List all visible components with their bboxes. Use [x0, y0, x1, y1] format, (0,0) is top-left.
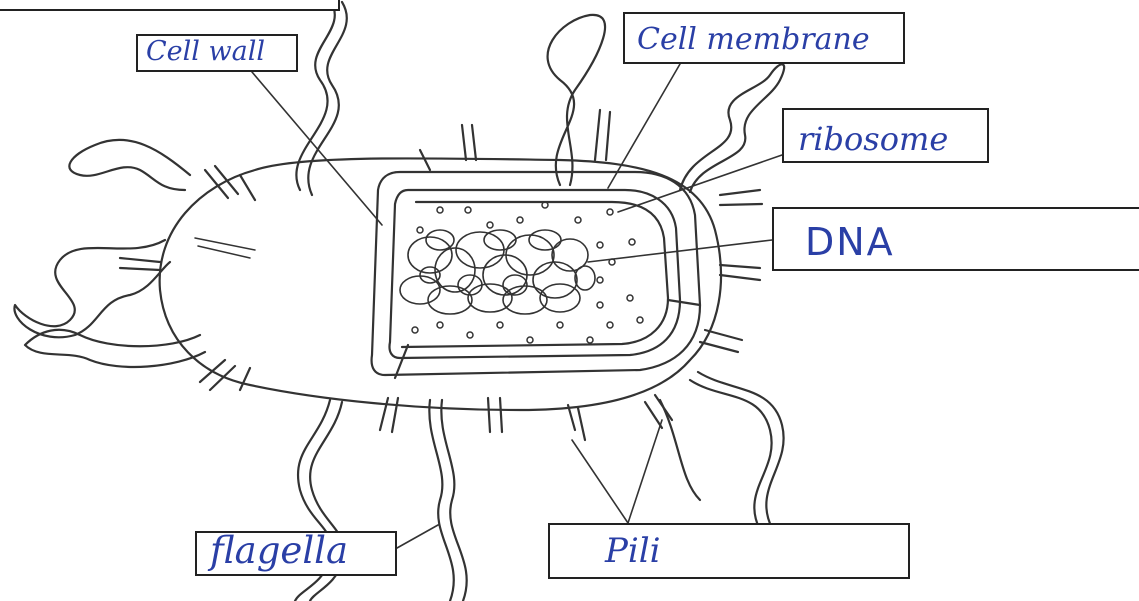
ribosome-label: ribosome	[798, 120, 948, 158]
dna-coil	[400, 230, 595, 314]
cell-membrane-label: Cell membrane	[637, 22, 870, 57]
dna-label: DNA	[805, 220, 895, 264]
leader-lines	[252, 64, 782, 548]
pili-label: Pili	[605, 531, 661, 571]
flagella-label: flagella	[210, 529, 348, 572]
pili-label-box[interactable]	[548, 523, 910, 579]
cell-wall-label: Cell wall	[146, 36, 265, 67]
partial-label-box	[0, 0, 340, 11]
